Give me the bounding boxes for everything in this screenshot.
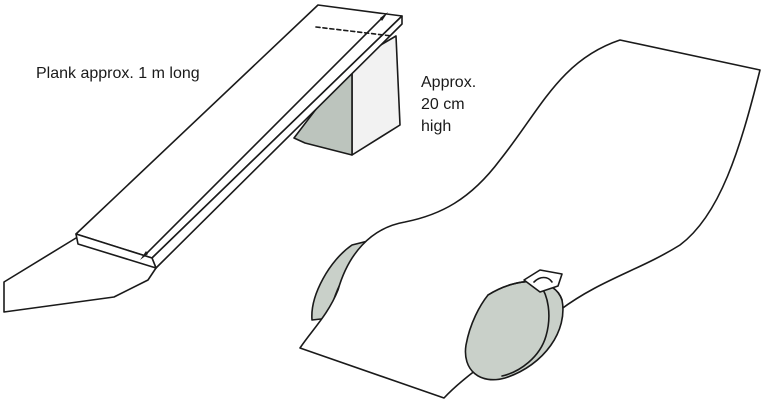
length-dimension-line (143, 15, 385, 257)
paper-car (299, 39, 761, 399)
plank (75, 4, 403, 269)
box-height-label: Approx. 20 cm high (421, 72, 476, 138)
height-label-line-1: Approx. (421, 74, 477, 91)
plank-length-label: Plank approx. 1 m long (36, 65, 200, 82)
dashed-reference-line (315, 26, 393, 37)
paper-car-body (299, 39, 761, 399)
arrow-head-top-icon (380, 12, 388, 21)
height-label-line-2: 20 cm (421, 96, 465, 113)
plank-end-edge (75, 233, 157, 269)
axle-clip (523, 269, 563, 293)
arrow-head-bottom-icon (140, 251, 148, 260)
height-label-line-3: high (421, 118, 452, 135)
ramp-setup (3, 4, 403, 313)
